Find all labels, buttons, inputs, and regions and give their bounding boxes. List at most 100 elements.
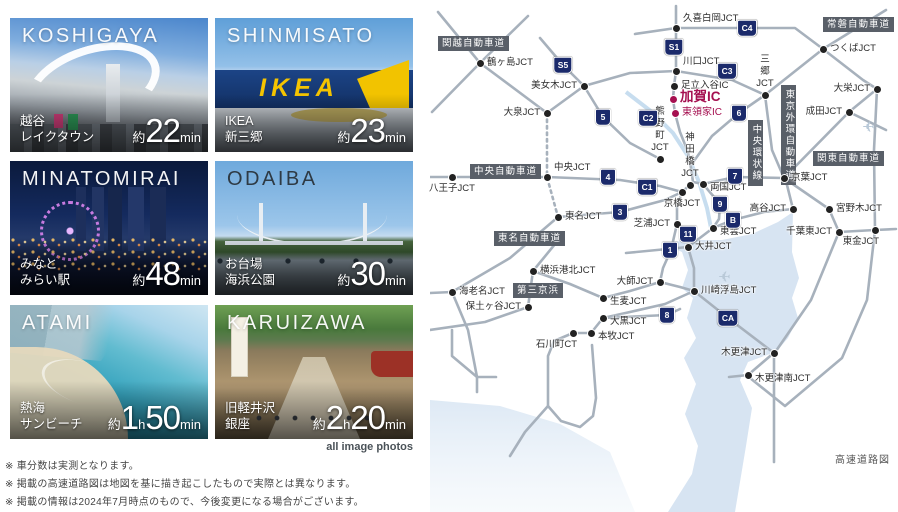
southwest-water <box>430 400 635 512</box>
junction-dot <box>542 172 552 182</box>
route-shield-1: 1 <box>662 241 678 259</box>
junction-label: 鶴ヶ島JCT <box>487 57 533 68</box>
destination-line1: お台場 <box>225 256 263 271</box>
route-shield-6: 6 <box>731 104 747 122</box>
junction-label: 宮野木JCT <box>836 203 882 214</box>
junction-dot <box>834 227 844 237</box>
junction-label: 東名JCT <box>565 211 602 222</box>
route-shield-5: 5 <box>595 108 611 126</box>
time-value: 30 <box>350 255 386 292</box>
junction-label: 大栄JCT <box>833 83 870 94</box>
junction-dot <box>523 302 533 312</box>
destination-line1: 熱海 <box>20 400 46 415</box>
route-shield-8: 8 <box>659 306 675 324</box>
junction-dot <box>708 223 718 233</box>
card-title: MINATOMIRAI <box>22 168 181 190</box>
ic-label: 加賀IC <box>680 89 721 104</box>
junction-dot <box>844 107 854 117</box>
time-unit: min <box>385 130 406 145</box>
destination-line2: 新三郷 <box>225 129 263 144</box>
road-label: 中央環状線 <box>748 120 764 186</box>
photo-shade <box>10 237 208 295</box>
destination-line1: IKEA <box>225 113 254 128</box>
route-shield-11: 11 <box>679 225 697 243</box>
junction-label: 八王子JCT <box>429 183 475 194</box>
destination-line2: 海浜公園 <box>225 272 276 287</box>
junction-label: 高谷JCT <box>749 203 786 214</box>
road-label: 常磐自動車道 <box>823 17 895 33</box>
junction-label: 横浜港北JCT <box>540 265 596 276</box>
junction-dot <box>447 287 457 297</box>
junction-dot <box>788 204 798 214</box>
junction-dot <box>671 66 681 76</box>
junction-label: 東金JCT <box>842 236 879 247</box>
road-label: 関越自動車道 <box>438 36 510 52</box>
disclaimer-note: ※ 掲載の情報は2024年7月時点のもので、今後変更になる場合がございます。 <box>5 497 364 508</box>
photo-shade <box>215 381 413 439</box>
route-shield-b: B <box>725 211 741 229</box>
junction-label: 海老名JCT <box>459 286 505 297</box>
junction-label: 京葉JCT <box>791 172 828 183</box>
destination-line2: レイクタウン <box>20 129 95 144</box>
haneda-airport-plane-icon: ✈ <box>718 269 731 286</box>
destination-line1: 越谷 <box>20 113 46 128</box>
time-value: 48 <box>145 255 181 292</box>
junction-dot <box>698 179 708 189</box>
ic-dot <box>668 94 678 104</box>
junction-label: 本牧JCT <box>598 331 635 342</box>
route-shield-4: 4 <box>600 168 616 186</box>
photo-art <box>371 351 413 377</box>
junction-label: 三郷 JCT <box>756 54 774 89</box>
junction-label: 中央JCT <box>554 162 591 173</box>
time-value: 22 <box>145 112 181 149</box>
junction-label: 東雲JCT <box>720 226 757 237</box>
time-value: 50 <box>145 399 181 436</box>
ic-dot <box>670 108 680 118</box>
junction-dot <box>655 154 665 164</box>
card-title: KARUIZAWA <box>227 312 367 334</box>
junction-label: 生麦JCT <box>610 296 647 307</box>
junction-dot <box>769 348 779 358</box>
destination-line2: 銀座 <box>225 416 251 431</box>
junction-dot <box>683 242 693 252</box>
time-unit: min <box>180 130 201 145</box>
time-prefix: 約 <box>107 417 121 432</box>
road-label: 東京外環自動車道 <box>781 85 797 185</box>
junction-label: 保土ヶ谷JCT <box>465 301 521 312</box>
junction-dot <box>685 180 695 190</box>
junction-dot <box>870 225 880 235</box>
junction-label: 成田JCT <box>805 106 842 117</box>
junction-label: 木更津JCT <box>721 347 767 358</box>
time-unit: min <box>385 273 406 288</box>
junction-label: 木更津南JCT <box>755 373 811 384</box>
junction-label: 大師JCT <box>616 276 653 287</box>
junction-dot <box>872 84 882 94</box>
junction-dot <box>598 313 608 323</box>
junction-label: 川崎浮島JCT <box>701 285 757 296</box>
time-hours: 1 <box>120 399 139 436</box>
junction-label: 石川町CT <box>535 339 577 350</box>
route-shield-c1: C1 <box>637 178 657 196</box>
junction-label: 神田橋JCT <box>681 132 699 179</box>
road-network <box>430 4 898 464</box>
junction-dot <box>743 370 753 380</box>
card-title: ODAIBA <box>227 168 318 190</box>
road-label: 東名自動車道 <box>494 231 566 247</box>
junction-dot <box>579 81 589 91</box>
junction-dot <box>689 286 699 296</box>
card-destination: 越谷レイクタウン <box>20 113 94 146</box>
time-hours-unit: h <box>343 417 351 432</box>
image-credit: all image photos <box>326 441 413 453</box>
destination-line1: 旧軽井沢 <box>225 400 276 415</box>
time-value: 20 <box>350 399 386 436</box>
junction-label: 川口JCT <box>683 56 720 67</box>
